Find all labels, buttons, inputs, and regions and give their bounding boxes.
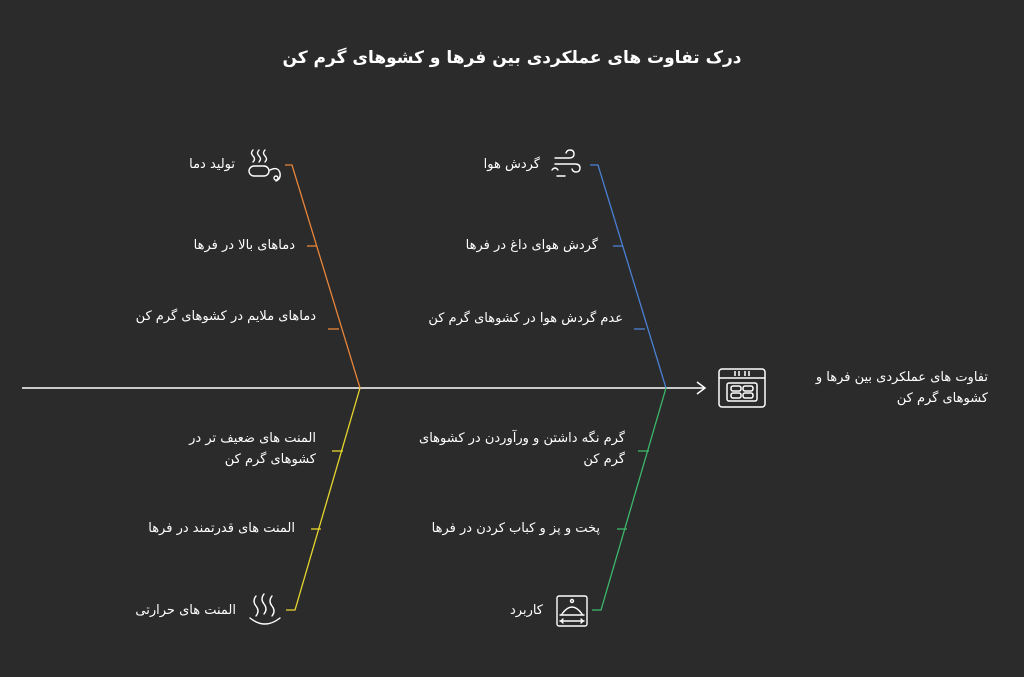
item-label-usage-2: پخت و پز و کباب کردن در فرها (431, 521, 600, 536)
wind-icon (551, 149, 581, 177)
category-label-heat: تولید دما (189, 157, 235, 172)
branch-heat (285, 164, 361, 389)
item-label-elements-1: المنت های ضعیف تر در کشوهای گرم کن (189, 431, 316, 467)
branch-heat-line (285, 164, 361, 389)
page-title: درک تفاوت های عملکردی بین فرها و کشوهای … (282, 48, 742, 68)
spine-arrowhead (696, 381, 707, 395)
branch-elements-line (286, 387, 361, 611)
branch-air (590, 164, 667, 389)
head-label: تفاوت های عملکردی بین فرها و کشوهای گرم … (815, 370, 988, 406)
heat-waves-icon (249, 593, 281, 625)
item-label-air-2: عدم گردش هوا در کشوهای گرم کن (428, 311, 623, 326)
category-label-elements: المنت های حرارتی (135, 603, 236, 618)
oven-icon (718, 368, 766, 408)
item-label-heat-2: دماهای ملایم در کشوهای گرم کن (135, 309, 316, 324)
branch-air-line (590, 164, 667, 389)
category-label-usage: کاربرد (509, 603, 543, 618)
item-label-elements-2: المنت های قدرتمند در فرها (148, 521, 295, 536)
item-label-usage-1: گرم نگه داشتن و ورآوردن در کشوهای گرم کن (419, 431, 625, 467)
steam-pot-icon (248, 149, 281, 182)
category-label-air: گردش هوا (483, 157, 540, 172)
branch-usage-line (592, 387, 667, 611)
branch-elements (286, 387, 361, 611)
branch-usage (592, 387, 667, 611)
item-label-air-1: گردش هوای داغ در فرها (465, 238, 598, 253)
item-label-heat-1: دماهای بالا در فرها (193, 238, 295, 253)
serving-dish-icon (556, 595, 588, 627)
